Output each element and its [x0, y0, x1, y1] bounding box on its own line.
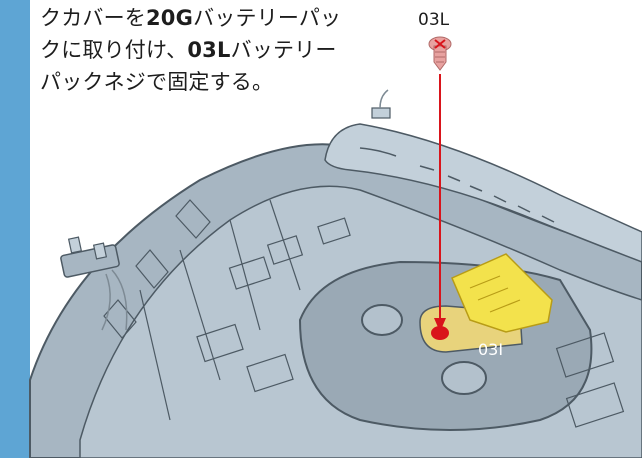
connector-plug-icon: [60, 236, 128, 331]
page-edge-stripe: [0, 0, 30, 458]
battery-cover-detail: [469, 275, 521, 313]
part-code-03l: 03L: [187, 38, 231, 62]
ridge-grooves: [359, 147, 555, 223]
assembly-instructions: クカバーを20Gバッテリーパッ クに取り付け、03Lバッテリー パックネジで固定…: [40, 2, 342, 98]
bay-recess-bottom: [441, 361, 487, 395]
screw-callout-label: 03L: [418, 10, 450, 30]
part-callout-label: 03I: [478, 340, 504, 359]
instruction-line-2: クに取り付け、03Lバッテリー: [40, 38, 337, 62]
hull-ridge: [324, 123, 642, 263]
screw-hole-marker: [431, 326, 449, 340]
battery-cover: [451, 253, 553, 333]
part-code-20g: 20G: [146, 6, 194, 30]
guide-arrow-head: [434, 318, 446, 332]
instruction-line-1: クカバーを20Gバッテリーパッ: [40, 6, 342, 30]
panel-lines: [103, 199, 625, 428]
instruction-line-3: パックネジで固定する。: [40, 70, 274, 94]
small-connector-icon: [371, 89, 391, 119]
screw-icon: [428, 36, 452, 71]
bay-recess-left: [361, 304, 403, 336]
